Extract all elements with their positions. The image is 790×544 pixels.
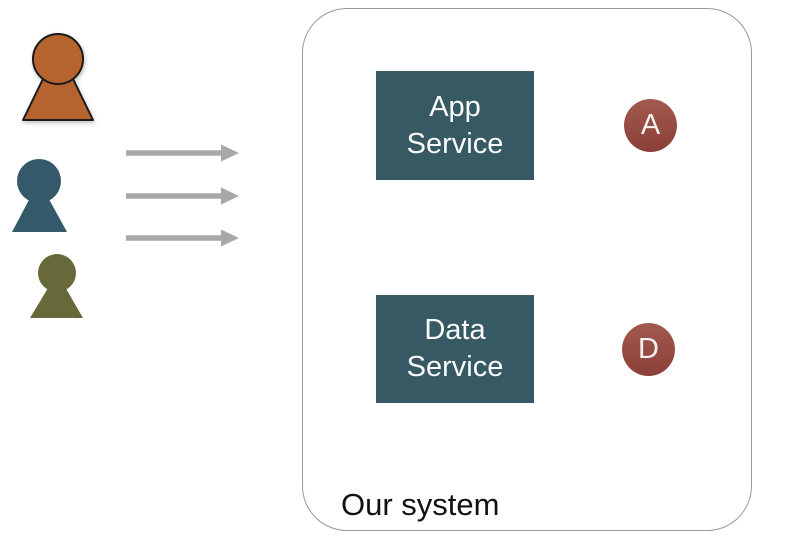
data-service-label-line2: Service bbox=[406, 351, 504, 383]
system-boundary: App Service A Data Service D Our system bbox=[302, 8, 752, 531]
app-service-badge: A bbox=[624, 99, 677, 152]
request-arrow-3-icon bbox=[126, 229, 239, 247]
system-label: Our system bbox=[341, 487, 500, 522]
request-arrow-1-icon bbox=[126, 144, 239, 162]
user-teal-icon bbox=[12, 159, 67, 232]
data-badge-letter: D bbox=[638, 333, 659, 365]
user-orange-icon bbox=[22, 33, 94, 121]
data-service-label-line1: Data bbox=[424, 314, 486, 346]
app-service-box: App Service bbox=[376, 71, 534, 180]
data-service-badge: D bbox=[622, 323, 675, 376]
data-service-box: Data Service bbox=[376, 295, 534, 403]
user-olive-icon bbox=[30, 254, 83, 318]
request-arrow-2-icon bbox=[126, 187, 239, 205]
app-badge-letter: A bbox=[640, 109, 661, 141]
app-service-label-line1: App bbox=[429, 90, 481, 123]
app-service-label-line2: Service bbox=[406, 127, 504, 160]
